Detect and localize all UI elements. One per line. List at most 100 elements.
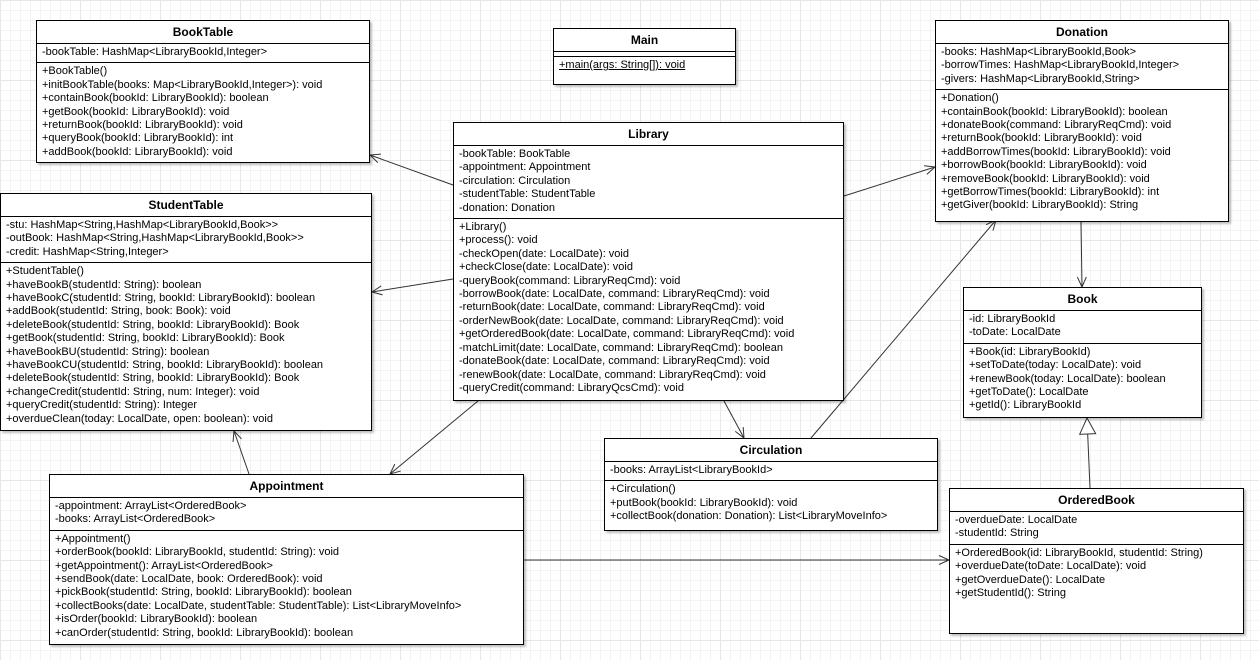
operation: +renewBook(today: LocalDate): boolean bbox=[969, 372, 1166, 385]
operation: +sendBook(date: LocalDate, book: Ordered… bbox=[55, 573, 323, 586]
relation-library-studenttable[interactable] bbox=[370, 278, 454, 296]
operation: +orderBook(bookId: LibraryBookId, studen… bbox=[55, 546, 340, 559]
operation: -returnBook(date: LocalDate, command: Li… bbox=[459, 301, 765, 314]
class-orderedbook[interactable]: OrderedBook-overdueDate: LocalDate-stude… bbox=[949, 488, 1244, 634]
operation: +addBorrowTimes(bookId: LibraryBookId): … bbox=[941, 145, 1171, 158]
operation: +haveBookBU(studentId: String): boolean bbox=[6, 345, 210, 358]
operation: +checkClose(date: LocalDate): void bbox=[459, 261, 633, 274]
class-name: Appointment bbox=[50, 475, 523, 498]
relation-appointment-studenttable[interactable] bbox=[232, 429, 250, 475]
attribute: -id: LibraryBookId bbox=[969, 313, 1056, 325]
operation: +getStudentId(): String bbox=[955, 587, 1066, 600]
operation: +collectBook(donation: Donation): List<L… bbox=[610, 510, 888, 523]
class-circulation[interactable]: Circulation-books: ArrayList<LibraryBook… bbox=[604, 438, 938, 531]
operation: +haveBookCU(studentId: String, bookId: L… bbox=[6, 359, 324, 372]
relation-library-booktable[interactable] bbox=[368, 153, 454, 186]
operations-section: +OrderedBook(id: LibraryBookId, studentI… bbox=[950, 545, 1243, 633]
operations-section: +Circulation()+putBook(bookId: LibraryBo… bbox=[605, 481, 937, 530]
operation: -queryBook(command: LibraryReqCmd): void bbox=[459, 274, 681, 287]
class-name: Main bbox=[554, 29, 735, 52]
association-arrowhead bbox=[232, 429, 242, 442]
relation-library-circulation[interactable] bbox=[723, 400, 745, 440]
attributes-section: -books: ArrayList<LibraryBookId> bbox=[605, 462, 937, 482]
attribute: -studentId: String bbox=[955, 527, 1039, 540]
class-main[interactable]: Main+main(args: String[]): void bbox=[553, 28, 736, 85]
attribute: -appointment: Appointment bbox=[459, 161, 591, 174]
operation: +putBook(bookId: LibraryBookId): void bbox=[610, 496, 798, 509]
operations-section: +Book(id: LibraryBookId)+setToDate(today… bbox=[964, 344, 1201, 417]
operations-section: +StudentTable()+haveBookB(studentId: Str… bbox=[1, 263, 371, 430]
class-donation[interactable]: Donation-books: HashMap<LibraryBookId,Bo… bbox=[935, 20, 1229, 222]
relation-line bbox=[369, 154, 454, 186]
operation: +getGiver(bookId: LibraryBookId): String bbox=[941, 199, 1139, 212]
operation: +Appointment() bbox=[55, 532, 131, 545]
class-appointment[interactable]: Appointment-appointment: ArrayList<Order… bbox=[49, 474, 524, 645]
operation: +getId(): LibraryBookId bbox=[969, 399, 1082, 412]
operation: +changeCredit(studentId: String, num: In… bbox=[6, 385, 260, 398]
operation: -renewBook(date: LocalDate, command: Lib… bbox=[459, 368, 766, 381]
association-arrowhead bbox=[368, 153, 381, 163]
operation: +OrderedBook(id: LibraryBookId, studentI… bbox=[955, 546, 1203, 559]
operation: +borrowBook(bookId: LibraryBookId): void bbox=[941, 159, 1147, 172]
relation-donation-book[interactable] bbox=[1076, 221, 1087, 289]
operation: +getOverdueDate(): LocalDate bbox=[955, 573, 1106, 586]
operation: -donateBook(date: LocalDate, command: Li… bbox=[459, 355, 770, 368]
operation: +containBook(bookId: LibraryBookId): boo… bbox=[42, 92, 269, 105]
relation-library-donation[interactable] bbox=[843, 165, 937, 197]
relation-line bbox=[389, 400, 479, 475]
class-name: StudentTable bbox=[1, 194, 371, 217]
operation: +getToDate(): LocalDate bbox=[969, 386, 1089, 399]
operation: +donateBook(command: LibraryReqCmd): voi… bbox=[941, 119, 1172, 132]
operation: +getBook(studentId: String, bookId: Libr… bbox=[6, 332, 285, 345]
class-name: Library bbox=[454, 123, 843, 146]
operation: +Donation() bbox=[941, 92, 999, 105]
operation: +getBook(bookId: LibraryBookId): void bbox=[42, 105, 230, 118]
class-name: Book bbox=[964, 288, 1201, 311]
relation-library-appointment[interactable] bbox=[389, 400, 479, 475]
relation-line bbox=[843, 166, 936, 197]
operation: +BookTable() bbox=[42, 65, 108, 78]
operation: +returnBook(bookId: LibraryBookId): void bbox=[941, 132, 1142, 145]
operation: +queryBook(bookId: LibraryBookId): int bbox=[42, 132, 234, 145]
operations-section: +Library()+process(): void-checkOpen(dat… bbox=[454, 219, 843, 400]
attributes-section bbox=[554, 52, 735, 57]
operations-section: +Donation()+containBook(bookId: LibraryB… bbox=[936, 90, 1228, 221]
relation-line bbox=[810, 219, 997, 439]
relation-orderedbook-book[interactable] bbox=[1078, 416, 1097, 489]
attributes-section: -bookTable: BookTable-appointment: Appoi… bbox=[454, 146, 843, 220]
generalization-arrowhead bbox=[1078, 416, 1097, 435]
attributes-section: -appointment: ArrayList<OrderedBook>-boo… bbox=[50, 498, 523, 531]
operation: +deleteBook(studentId: String, bookId: L… bbox=[6, 372, 300, 385]
attribute: -books: ArrayList<LibraryBookId> bbox=[610, 464, 773, 476]
attribute: -stu: HashMap<String,HashMap<LibraryBook… bbox=[6, 219, 279, 231]
relation-line bbox=[1087, 433, 1091, 489]
attribute: -appointment: ArrayList<OrderedBook> bbox=[55, 500, 247, 512]
class-library[interactable]: Library-bookTable: BookTable-appointment… bbox=[453, 122, 844, 401]
relation-appointment-orderedbook[interactable] bbox=[524, 555, 951, 565]
operation: +deleteBook(studentId: String, bookId: L… bbox=[6, 318, 300, 331]
attribute: -books: ArrayList<OrderedBook> bbox=[55, 513, 216, 526]
class-name: OrderedBook bbox=[950, 489, 1243, 512]
attribute: -outBook: HashMap<String,HashMap<Library… bbox=[6, 232, 304, 245]
class-name: Donation bbox=[936, 21, 1228, 44]
operation: -orderNewBook(date: LocalDate, command: … bbox=[459, 314, 784, 327]
attribute: -studentTable: StudentTable bbox=[459, 188, 596, 201]
operation: +queryCredit(studentId: String): Integer bbox=[6, 399, 198, 412]
operation: +canOrder(studentId: String, bookId: Lib… bbox=[55, 626, 354, 639]
operation: +removeBook(bookId: LibraryBookId): void bbox=[941, 172, 1150, 185]
operation: -borrowBook(date: LocalDate, command: Li… bbox=[459, 288, 770, 301]
class-booktable[interactable]: BookTable -bookTable: HashMap<LibraryBook… bbox=[36, 20, 370, 163]
attributes-section: -bookTable: HashMap<LibraryBookId,Intege… bbox=[37, 44, 369, 64]
attribute: -bookTable: HashMap<LibraryBookId,Intege… bbox=[42, 46, 268, 58]
class-name: BookTable bbox=[37, 21, 369, 44]
operation: +Circulation() bbox=[610, 483, 676, 496]
class-studenttable[interactable]: StudentTable -stu: HashMap<String,HashMap… bbox=[0, 193, 372, 431]
operation: +addBook(studentId: String, book: Book):… bbox=[6, 305, 231, 318]
class-book[interactable]: Book-id: LibraryBookId-toDate: LocalDate… bbox=[963, 287, 1202, 418]
attributes-section: -books: HashMap<LibraryBookId,Book>-borr… bbox=[936, 44, 1228, 91]
operation: +Library() bbox=[459, 221, 507, 234]
relation-line bbox=[233, 430, 250, 475]
operations-section: +BookTable()+initBookTable(books: Map<Li… bbox=[37, 63, 369, 162]
